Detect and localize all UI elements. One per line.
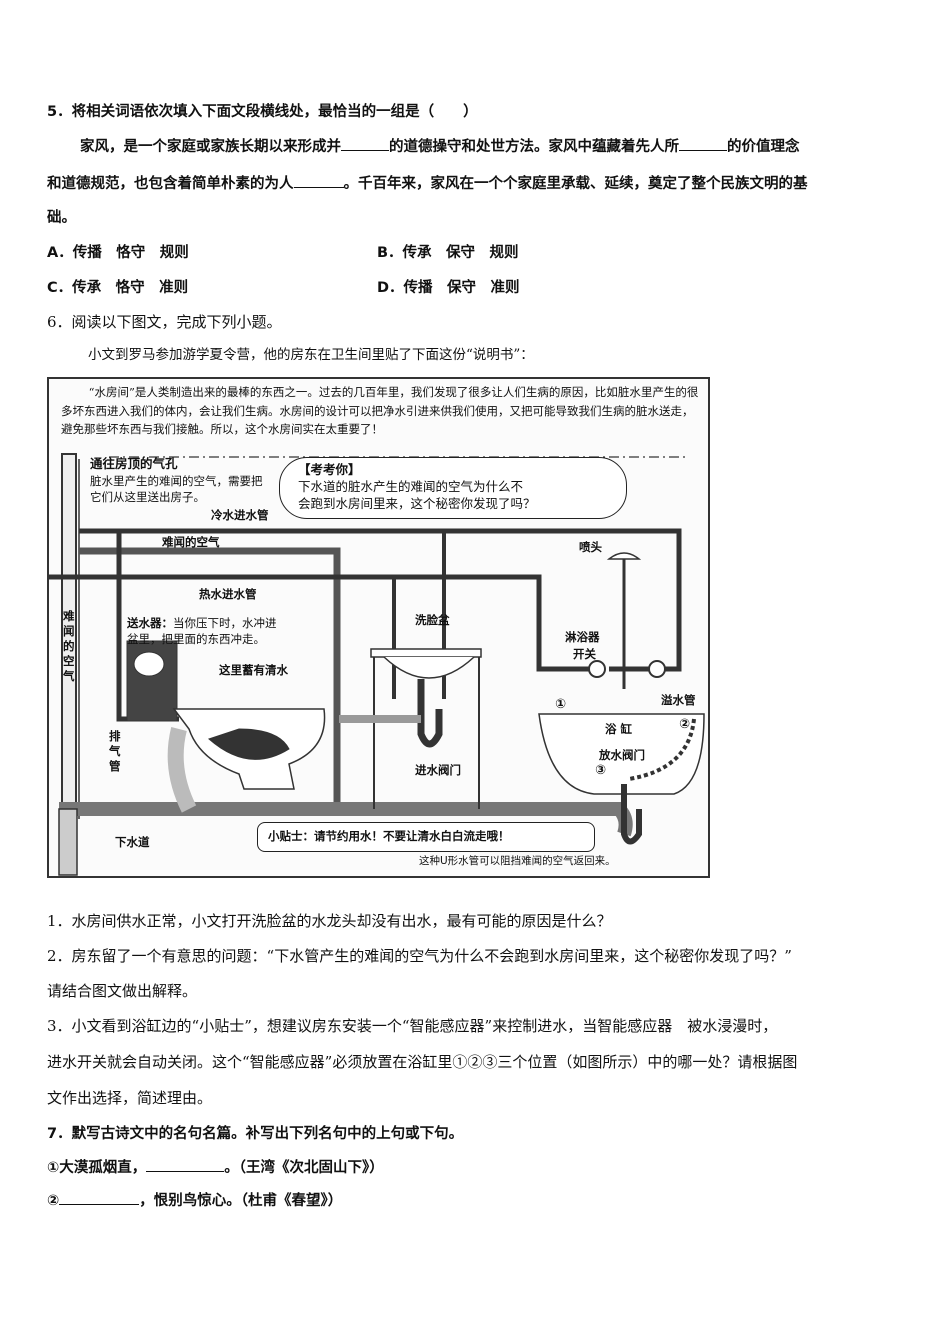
q5-text: 和道德规范，也包含着简单朴素的为人	[47, 176, 294, 192]
q5-option-c[interactable]: C．传承 恪守 准则	[47, 280, 189, 296]
label-clean-water: 这里蓄有清水	[219, 663, 288, 677]
overflow-pipe	[628, 718, 696, 781]
q6-question-3-line-3: 文作出选择，简述理由。	[47, 1089, 213, 1107]
q5-option-d[interactable]: D．传播 保守 准则	[377, 280, 520, 296]
label-overflow: 溢水管	[661, 693, 696, 707]
sink-u-trap	[417, 679, 443, 748]
q6-intro: 小文到罗马参加游学夏令营，他的房东在卫生间里贴了下面这份“说明书”：	[88, 347, 534, 363]
tip-text: 小贴士：请节约用水！不要让清水白白流走哦！	[268, 829, 510, 843]
q5-paragraph-line-2: 和道德规范，也包含着简单朴素的为人 。千百年来，家风在一个个家庭里承载、延续，奠定…	[47, 173, 808, 194]
bathtub-u-trap	[621, 784, 642, 845]
sewer-down-pipe	[58, 808, 78, 876]
q5-text: 家风，是一个家庭或家族长期以来形成并	[80, 139, 341, 155]
q5-text: 。千百年来，家风在一个个家庭里承载、延续，奠定了整个民族文明的基	[343, 176, 808, 192]
q5-option-a[interactable]: A．传播 恪守 规则	[47, 245, 189, 261]
label-shower-switch-2: 开关	[573, 647, 596, 661]
q7-item-1: ①大漠孤烟直， 。（王湾《次北固山下》）	[47, 1157, 384, 1178]
vent-desc-2: 它们从这里送出房子。	[90, 490, 205, 504]
q5-text: 的道德操守和处世方法。家风中蕴藏着先人所	[389, 139, 679, 155]
bad-air-pipe	[79, 547, 341, 809]
toilet-water	[208, 728, 290, 760]
label-exhaust-pipe: 排气管	[109, 729, 121, 773]
q6-question-3-line-2: 进水开关就会自动关闭。这个“智能感应器”必须放置在浴缸里①②③三个位置（如图所示…	[47, 1053, 798, 1071]
position-3-marker: ③	[595, 763, 607, 778]
q7-title: 7．默写古诗文中的名句名篇。补写出下列名句中的上句或下句。	[47, 1126, 464, 1142]
vent-title: 通往房顶的气孔	[90, 456, 178, 471]
q6-question-3-line-1: 3．小文看到浴缸边的“小贴士”，想建议房东安装一个“智能感应器”来控制进水，当智…	[47, 1017, 778, 1035]
flusher-desc-1: 当你压下时，水冲进	[173, 616, 277, 630]
shower-head	[606, 552, 642, 560]
label-shower-head: 喷头	[579, 540, 602, 554]
q7-item-1-blank[interactable]	[146, 1157, 225, 1172]
fill-blank-1[interactable]	[341, 136, 389, 151]
toilet-drain	[167, 727, 197, 813]
bathroom-plumbing-figure: “水房间”是人类制造出来的最棒的东西之一。过去的几百年里，我们发现了很多让人们生…	[47, 377, 710, 878]
cold-water-pipe	[79, 528, 682, 672]
u-pipe-note: 这种U形水管可以阻挡难闻的空气返回来。	[419, 855, 616, 867]
tip-box: 小贴士：请节约用水！不要让清水白白流走哦！	[257, 822, 595, 852]
label-inlet-valve: 进水阀门	[415, 763, 461, 777]
label-drain-valve: 放水阀门	[599, 748, 645, 762]
q6-question-2-line-1: 2．房东留了一个有意思的问题：“下水管产生的难闻的空气为什么不会跑到水房间里来，…	[47, 947, 792, 965]
q5-text: 的价值理念	[727, 139, 800, 155]
shower-valve-right	[648, 660, 666, 678]
flusher-label: 送水器：	[127, 616, 173, 630]
quiz-line-1: 下水道的脏水产生的难闻的空气为什么不	[298, 479, 524, 494]
quiz-line-2: 会跑到水房间里来，这个秘密你发现了吗？	[298, 496, 536, 511]
position-1-marker: ①	[555, 697, 567, 712]
figure-intro-text: “水房间”是人类制造出来的最棒的东西之一。过去的几百年里，我们发现了很多让人们生…	[61, 385, 699, 436]
label-bad-air-vertical: 难闻的空气	[63, 609, 75, 683]
sink-counter	[370, 648, 482, 658]
q7-item-2-blank[interactable]	[59, 1190, 140, 1205]
q5-paragraph-line-3: 础。	[47, 210, 76, 226]
label-sewer: 下水道	[115, 835, 150, 849]
quiz-bubble: 【考考你】 下水道的脏水产生的难闻的空气为什么不 会跑到水房间里来，这个秘密你发…	[279, 457, 627, 519]
quiz-title: 【考考你】	[298, 462, 361, 477]
flusher-desc-2: 盆里，把里面的东西冲走。	[127, 632, 265, 646]
label-basin: 洗脸盆	[415, 613, 450, 627]
q6-title: 6．阅读以下图文，完成下列小题。	[47, 313, 282, 331]
q7-item-2-text: ，恨别鸟惊心。（杜甫《春望》）	[139, 1193, 343, 1209]
plumbing-diagram	[49, 453, 705, 876]
label-hot-pipe: 热水进水管	[199, 587, 257, 601]
shower-valve-left	[588, 660, 606, 678]
q7-item-2-marker: ②	[47, 1193, 60, 1209]
position-2-marker: ②	[679, 717, 691, 732]
toilet-float	[133, 651, 165, 677]
q5-title: 5．将相关词语依次填入下面文段横线处，最恰当的一组是（ ）	[47, 104, 478, 120]
sink-basin	[383, 656, 475, 679]
q5-option-b[interactable]: B．传承 保守 规则	[377, 245, 519, 261]
hot-water-pipe	[49, 574, 589, 672]
label-bad-air: 难闻的空气	[162, 535, 220, 549]
q6-question-2-line-2: 请结合图文做出解释。	[47, 982, 198, 1000]
fill-blank-3[interactable]	[293, 173, 344, 188]
label-shower-switch-1: 淋浴器	[565, 630, 600, 644]
label-tub: 浴 缸	[605, 722, 633, 736]
bathtub	[538, 713, 705, 795]
q6-question-1: 1．水房间供水正常，小文打开洗脸盆的水龙头却没有出水，最有可能的原因是什么？	[47, 912, 612, 930]
label-cold-pipe: 冷水进水管	[211, 508, 269, 522]
vent-desc-1: 脏水里产生的难闻的空气，需要把	[90, 474, 263, 488]
q7-item-2: ② ，恨别鸟惊心。（杜甫《春望》）	[47, 1190, 342, 1211]
q7-item-1-text: ①大漠孤烟直，	[47, 1160, 147, 1176]
q5-paragraph-line-1: 家风，是一个家庭或家族长期以来形成并 的道德操守和处世方法。家风中蕴藏着先人所 的价…	[80, 136, 800, 157]
flusher-line-1: 送水器：当你压下时，水冲进	[127, 615, 277, 631]
fill-blank-2[interactable]	[679, 136, 727, 151]
q7-item-1-source: 。（王湾《次北固山下》）	[224, 1160, 384, 1176]
